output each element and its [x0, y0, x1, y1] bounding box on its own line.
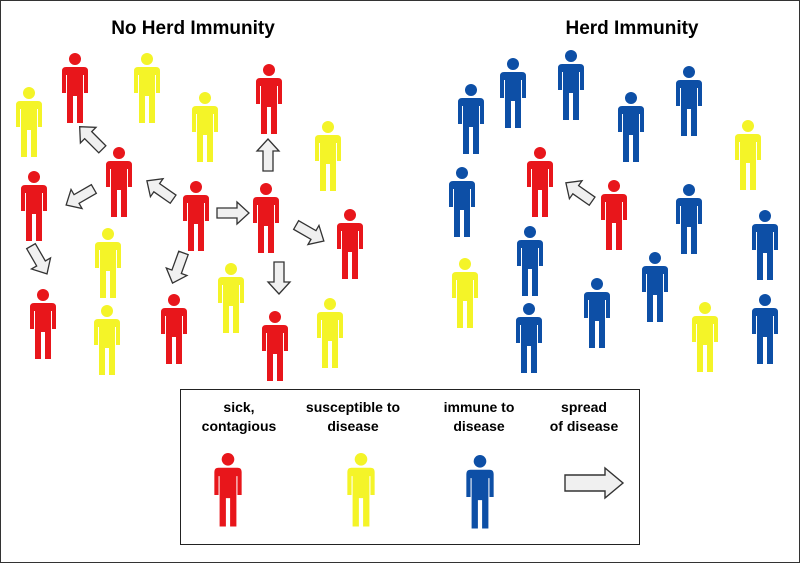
immune-person-icon — [466, 455, 494, 529]
legend-arrow-icon — [564, 466, 625, 500]
sick-person-icon — [253, 183, 279, 253]
spread-arrow-icon — [255, 138, 281, 172]
immune-person-icon — [676, 184, 702, 254]
spread-arrow-icon — [146, 177, 177, 205]
sick-person-icon — [21, 171, 47, 241]
spread-arrow-icon — [565, 179, 596, 207]
immune-person-icon — [458, 84, 484, 154]
sick-person-icon — [30, 289, 56, 359]
sick-person-icon — [106, 147, 132, 217]
spread-arrow-icon — [65, 183, 98, 210]
legend: sick, contagious susceptible to disease … — [180, 389, 640, 545]
sick-person-icon — [262, 311, 288, 381]
sick-person-icon — [527, 147, 553, 217]
legend-label-sick: sick, contagious — [201, 399, 277, 434]
susceptible-person-icon — [95, 228, 121, 298]
immune-person-icon — [558, 50, 584, 120]
herd-immunity-title: Herd Immunity — [565, 18, 699, 39]
susceptible-person-icon — [452, 258, 478, 328]
sick-person-icon — [62, 53, 88, 123]
immune-person-icon — [517, 226, 543, 296]
spread-arrow-icon — [266, 261, 292, 295]
susceptible-person-icon — [94, 305, 120, 375]
susceptible-person-icon — [735, 120, 761, 190]
susceptible-person-icon — [315, 121, 341, 191]
spread-arrow-icon — [79, 126, 107, 154]
legend-symbols — [214, 453, 625, 529]
spread-arrow-icon — [25, 242, 52, 275]
immune-person-icon — [752, 294, 778, 364]
sick-person-icon — [601, 180, 627, 250]
sick-person-icon — [161, 294, 187, 364]
legend-label-immune: immune to disease — [443, 399, 515, 434]
susceptible-person-icon — [317, 298, 343, 368]
immune-person-icon — [676, 66, 702, 136]
spread-arrow-icon — [216, 200, 250, 226]
sick-person-icon — [337, 209, 363, 279]
susceptible-person-icon — [192, 92, 218, 162]
susceptible-person-icon — [218, 263, 244, 333]
sick-person-icon — [256, 64, 282, 134]
spread-arrow-icon — [292, 219, 325, 246]
sick-person-icon — [214, 453, 242, 527]
immune-person-icon — [449, 167, 475, 237]
legend-label-spread: spread of disease — [549, 399, 619, 434]
susceptible-person-icon — [347, 453, 375, 527]
immune-person-icon — [584, 278, 610, 348]
immune-person-icon — [500, 58, 526, 128]
susceptible-person-icon — [134, 53, 160, 123]
susceptible-person-icon — [692, 302, 718, 372]
no-herd-immunity-title: No Herd Immunity — [111, 18, 275, 39]
susceptible-person-icon — [16, 87, 42, 157]
immune-person-icon — [618, 92, 644, 162]
immune-person-icon — [516, 303, 542, 373]
immune-person-icon — [642, 252, 668, 322]
immune-person-icon — [752, 210, 778, 280]
sick-person-icon — [183, 181, 209, 251]
spread-arrow-icon — [165, 250, 190, 284]
legend-label-susceptible: susceptible to disease — [305, 399, 401, 434]
